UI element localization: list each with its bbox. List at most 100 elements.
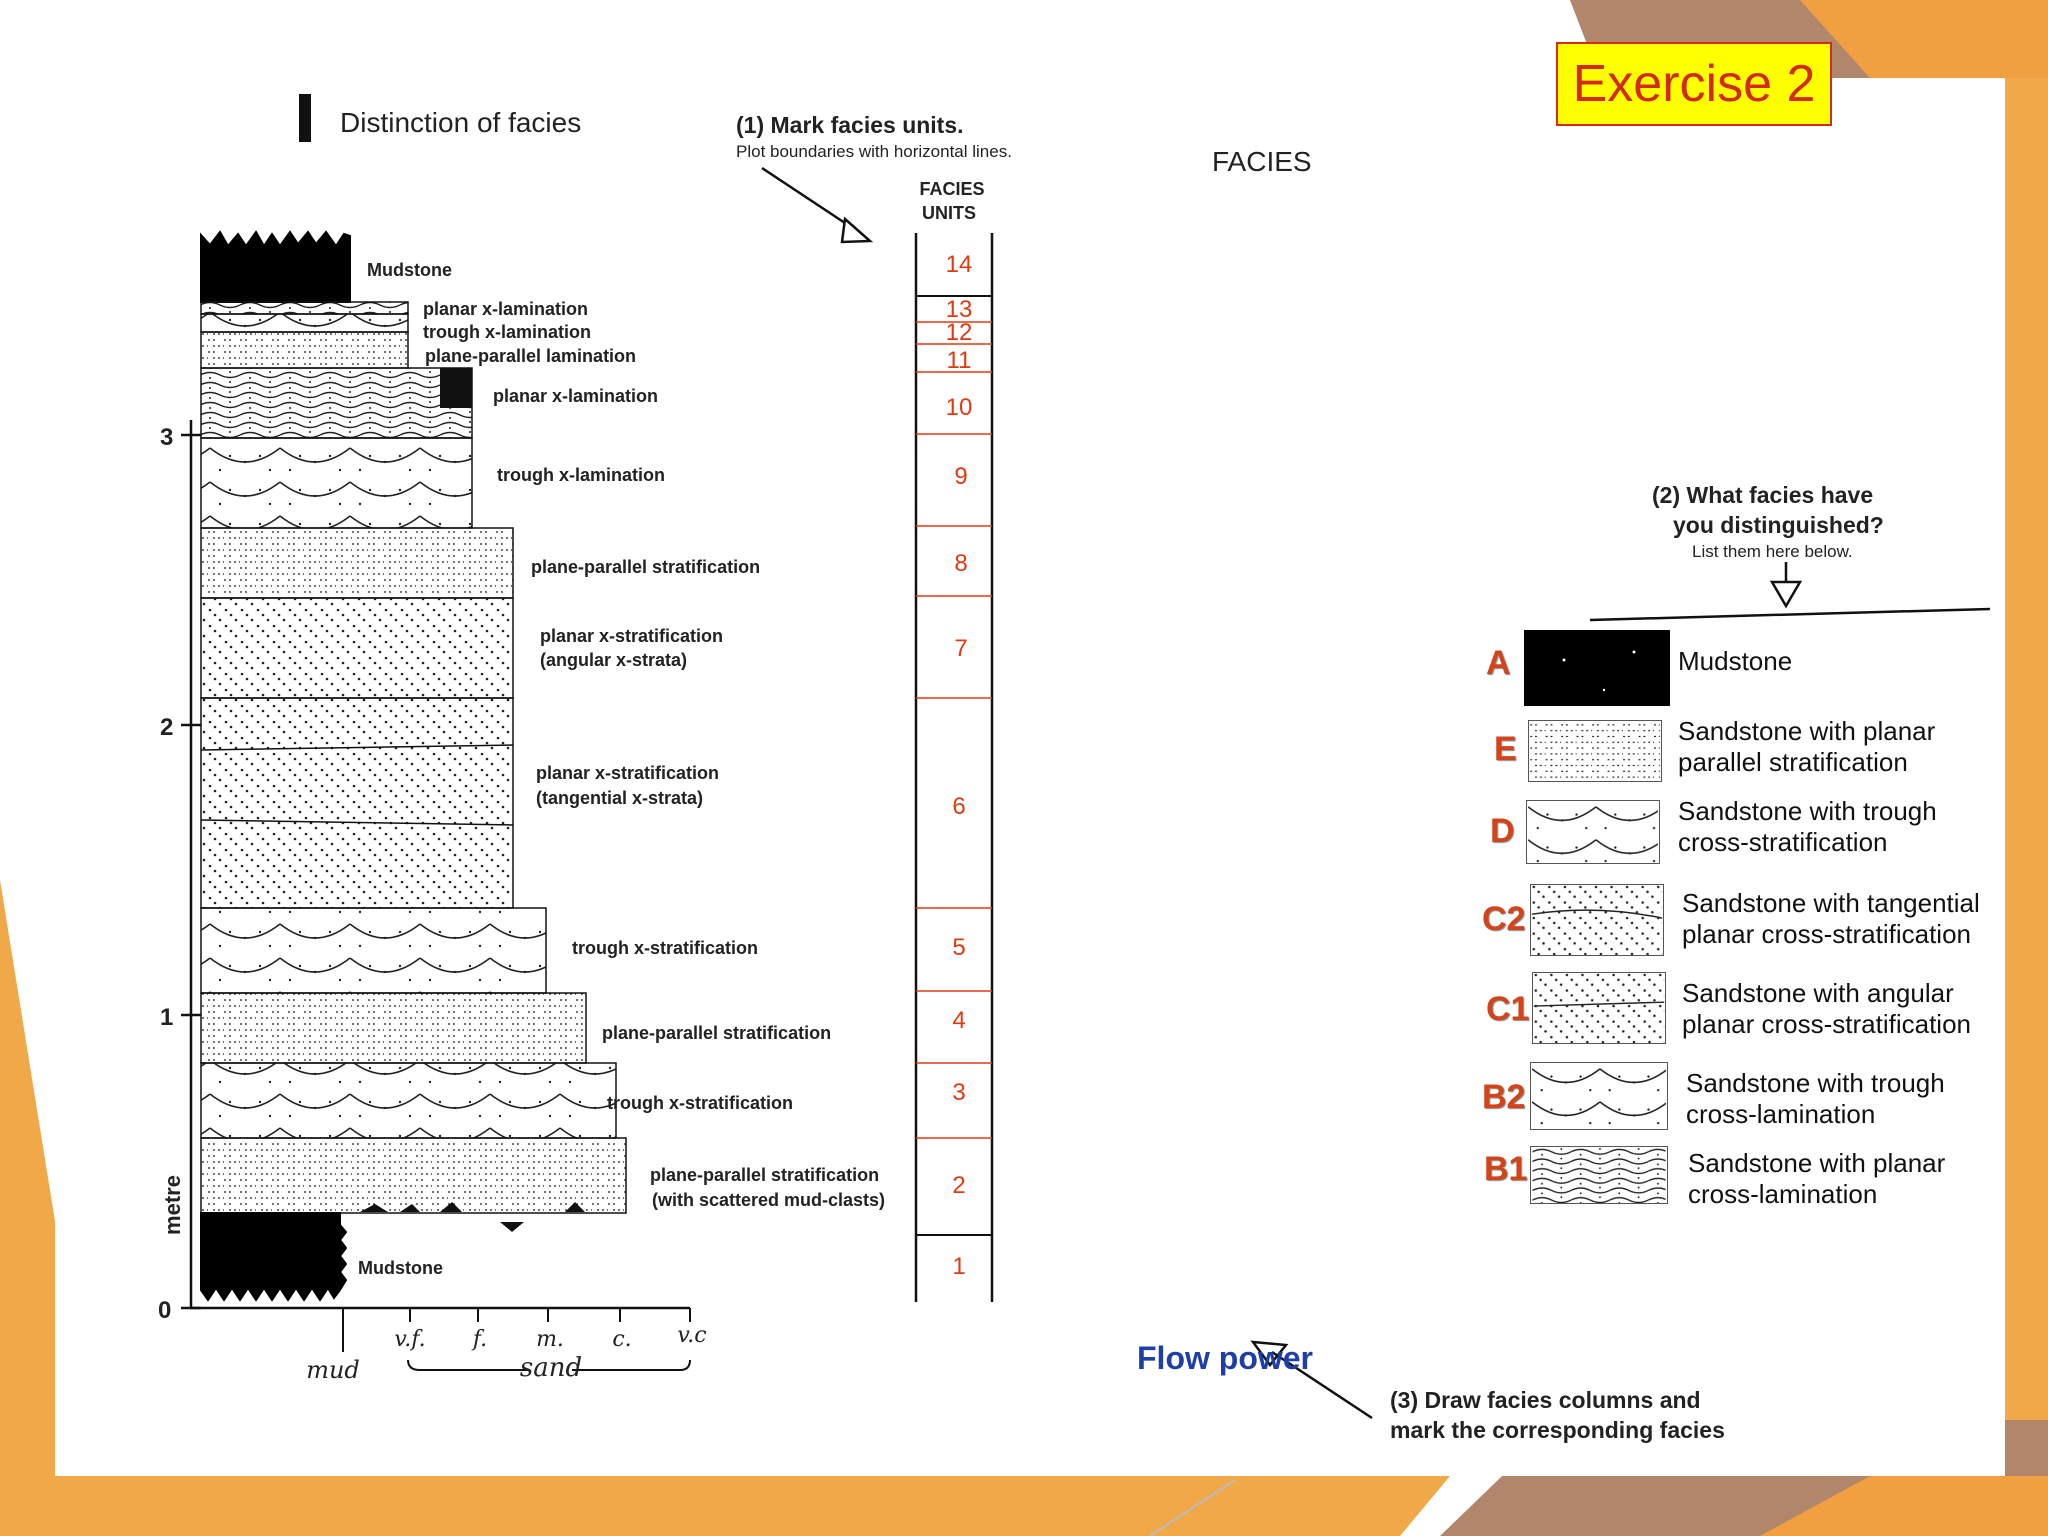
legend-swatch-planar-parallel	[1528, 720, 1662, 782]
legend-letter-c1: C1	[1486, 990, 1530, 1028]
legend-desc-e: Sandstone with planar parallel stratific…	[1678, 716, 1936, 777]
bed-planar-x-lam	[200, 367, 473, 439]
legend-desc-b2: Sandstone with trough cross-lamination	[1686, 1068, 1945, 1129]
bed-label: planar x-lamination	[423, 299, 588, 319]
mud-clast	[565, 1202, 585, 1212]
bed-plane-parallel-strat-mid	[200, 992, 587, 1064]
mud-clast	[400, 1204, 420, 1212]
bed-trough-x-lam	[200, 437, 473, 529]
bed-label: trough x-stratification	[572, 938, 758, 958]
bed-label: planar x-stratification	[536, 763, 719, 783]
step1-title: (1) Mark facies units.	[736, 112, 964, 138]
bed-plane-parallel-strat-upper	[200, 527, 514, 599]
unit-label-14: 14	[946, 251, 973, 278]
bed-labels: Mudstone planar x-lamination trough x-la…	[358, 260, 885, 1278]
left-orange-band-top	[0, 0, 30, 1010]
mud-clast	[440, 1202, 462, 1212]
bed-label: (with scattered mud-clasts)	[652, 1190, 885, 1210]
bed-trough-x-strat-upper	[200, 907, 547, 994]
title-bar	[299, 94, 311, 142]
bed-plane-lam-top	[200, 331, 409, 369]
unit-label-7: 7	[954, 635, 967, 662]
flow-power-label: Flow power	[1137, 1340, 1313, 1376]
legend-letter-c2: C2	[1482, 900, 1526, 938]
legend-letter-d: D	[1490, 812, 1515, 850]
bottom-faint-line	[1149, 1479, 1236, 1536]
bed-label: plane-parallel stratification	[531, 557, 760, 577]
y-tick-label-0: 0	[158, 1297, 171, 1324]
bed-label: plane-parallel stratification	[602, 1023, 831, 1043]
unit-label-13: 13	[946, 296, 973, 323]
legend-letter-b1: B1	[1484, 1150, 1528, 1188]
facies-header: FACIES	[1212, 146, 1312, 177]
step1-subtitle: Plot boundaries with horizontal lines.	[736, 142, 1012, 161]
legend-swatch-trough-cross-lam	[1530, 1062, 1668, 1130]
grain-label-vc: v.c	[677, 1323, 706, 1348]
grain-group-sand: sand	[520, 1353, 582, 1383]
exercise-badge: Exercise 2	[1556, 42, 1832, 126]
bed-mudstone-bottom	[200, 1212, 348, 1302]
step3-arrow-line	[1271, 1350, 1373, 1420]
legend-desc-c1: Sandstone with angular planar cross-stra…	[1682, 978, 1971, 1039]
mud-clast	[500, 1222, 524, 1232]
unit-label-10: 10	[946, 394, 973, 421]
legend-swatch-trough-cross-strat	[1526, 800, 1660, 864]
bed-label: Mudstone	[358, 1258, 443, 1278]
legend-swatch-mudstone	[1524, 630, 1670, 706]
bed-label: planar x-stratification	[540, 626, 723, 646]
bed-internal-line-1	[200, 744, 514, 751]
y-axis-unit: metre	[160, 1175, 185, 1235]
step1-arrow-line	[761, 166, 849, 227]
right-orange-edge	[2005, 78, 2048, 1536]
legend-desc-d: Sandstone with trough cross-stratificati…	[1678, 796, 1937, 857]
bed-trough-x-lam-top	[200, 313, 409, 333]
bed-planar-x-lam-top	[200, 301, 409, 315]
grain-label-mud: mud	[306, 1356, 360, 1384]
step2-title-2: you distinguished?	[1673, 512, 1884, 538]
unit-label-5: 5	[952, 934, 965, 961]
bed-label: trough x-lamination	[497, 465, 665, 485]
bed-label: trough x-lamination	[423, 322, 591, 342]
facies-units-column: 14 13 12 11 10 9 8 7 6 5 4 3 2 1	[914, 233, 994, 1302]
legend-swatch-angular	[1532, 972, 1666, 1044]
bed-planar-x-strat-angular	[200, 597, 514, 699]
bed-label: (tangential x-strata)	[536, 788, 703, 808]
step1-arrow-head	[840, 216, 874, 244]
step2-title-1: (2) What facies have	[1652, 482, 1873, 508]
bed-label: trough x-stratification	[607, 1093, 793, 1113]
bed-planar-x-lam-cap	[440, 368, 472, 408]
bed-label: plane-parallel stratification	[650, 1165, 879, 1185]
grain-label-c: c.	[612, 1327, 631, 1352]
diagram-title: Distinction of facies	[340, 107, 581, 138]
y-tick-label-1: 1	[160, 1004, 173, 1031]
unit-label-3: 3	[952, 1079, 965, 1106]
left-orange-band	[0, 880, 58, 1536]
legend-desc-b1: Sandstone with planar cross-lamination	[1688, 1148, 1946, 1209]
step3-line-2: mark the corresponding facies	[1390, 1417, 1725, 1443]
step2-arrow-head	[1769, 580, 1803, 609]
facies-units-header-2: UNITS	[922, 203, 976, 223]
bed-planar-x-strat-tangential	[200, 697, 514, 909]
legend-swatch-tangential	[1530, 884, 1664, 956]
y-tick-label-2: 2	[160, 714, 173, 741]
exercise-badge-text: Exercise 2	[1572, 55, 1816, 113]
bed-label: (angular x-strata)	[540, 650, 687, 670]
top-right-orange-band	[1800, 0, 2048, 130]
legend-swatch-planar-cross-lam	[1530, 1146, 1668, 1204]
strat-column	[200, 230, 627, 1302]
unit-label-9: 9	[954, 463, 967, 490]
mud-clast	[360, 1204, 388, 1212]
step2-subtitle: List them here below.	[1692, 542, 1853, 561]
grain-label-vf: v.f.	[394, 1327, 425, 1352]
bed-label: Mudstone	[367, 260, 452, 280]
grain-label-m: m.	[536, 1327, 564, 1352]
grain-label-f: f.	[471, 1327, 487, 1352]
bed-trough-x-strat-lower	[200, 1062, 617, 1139]
unit-label-8: 8	[954, 550, 967, 577]
bottom-right-orange-band	[1760, 1476, 2048, 1536]
unit-label-1: 1	[952, 1253, 965, 1280]
unit-label-11: 11	[947, 347, 972, 374]
bed-internal-line-2	[200, 819, 514, 826]
unit-label-2: 2	[952, 1172, 965, 1199]
